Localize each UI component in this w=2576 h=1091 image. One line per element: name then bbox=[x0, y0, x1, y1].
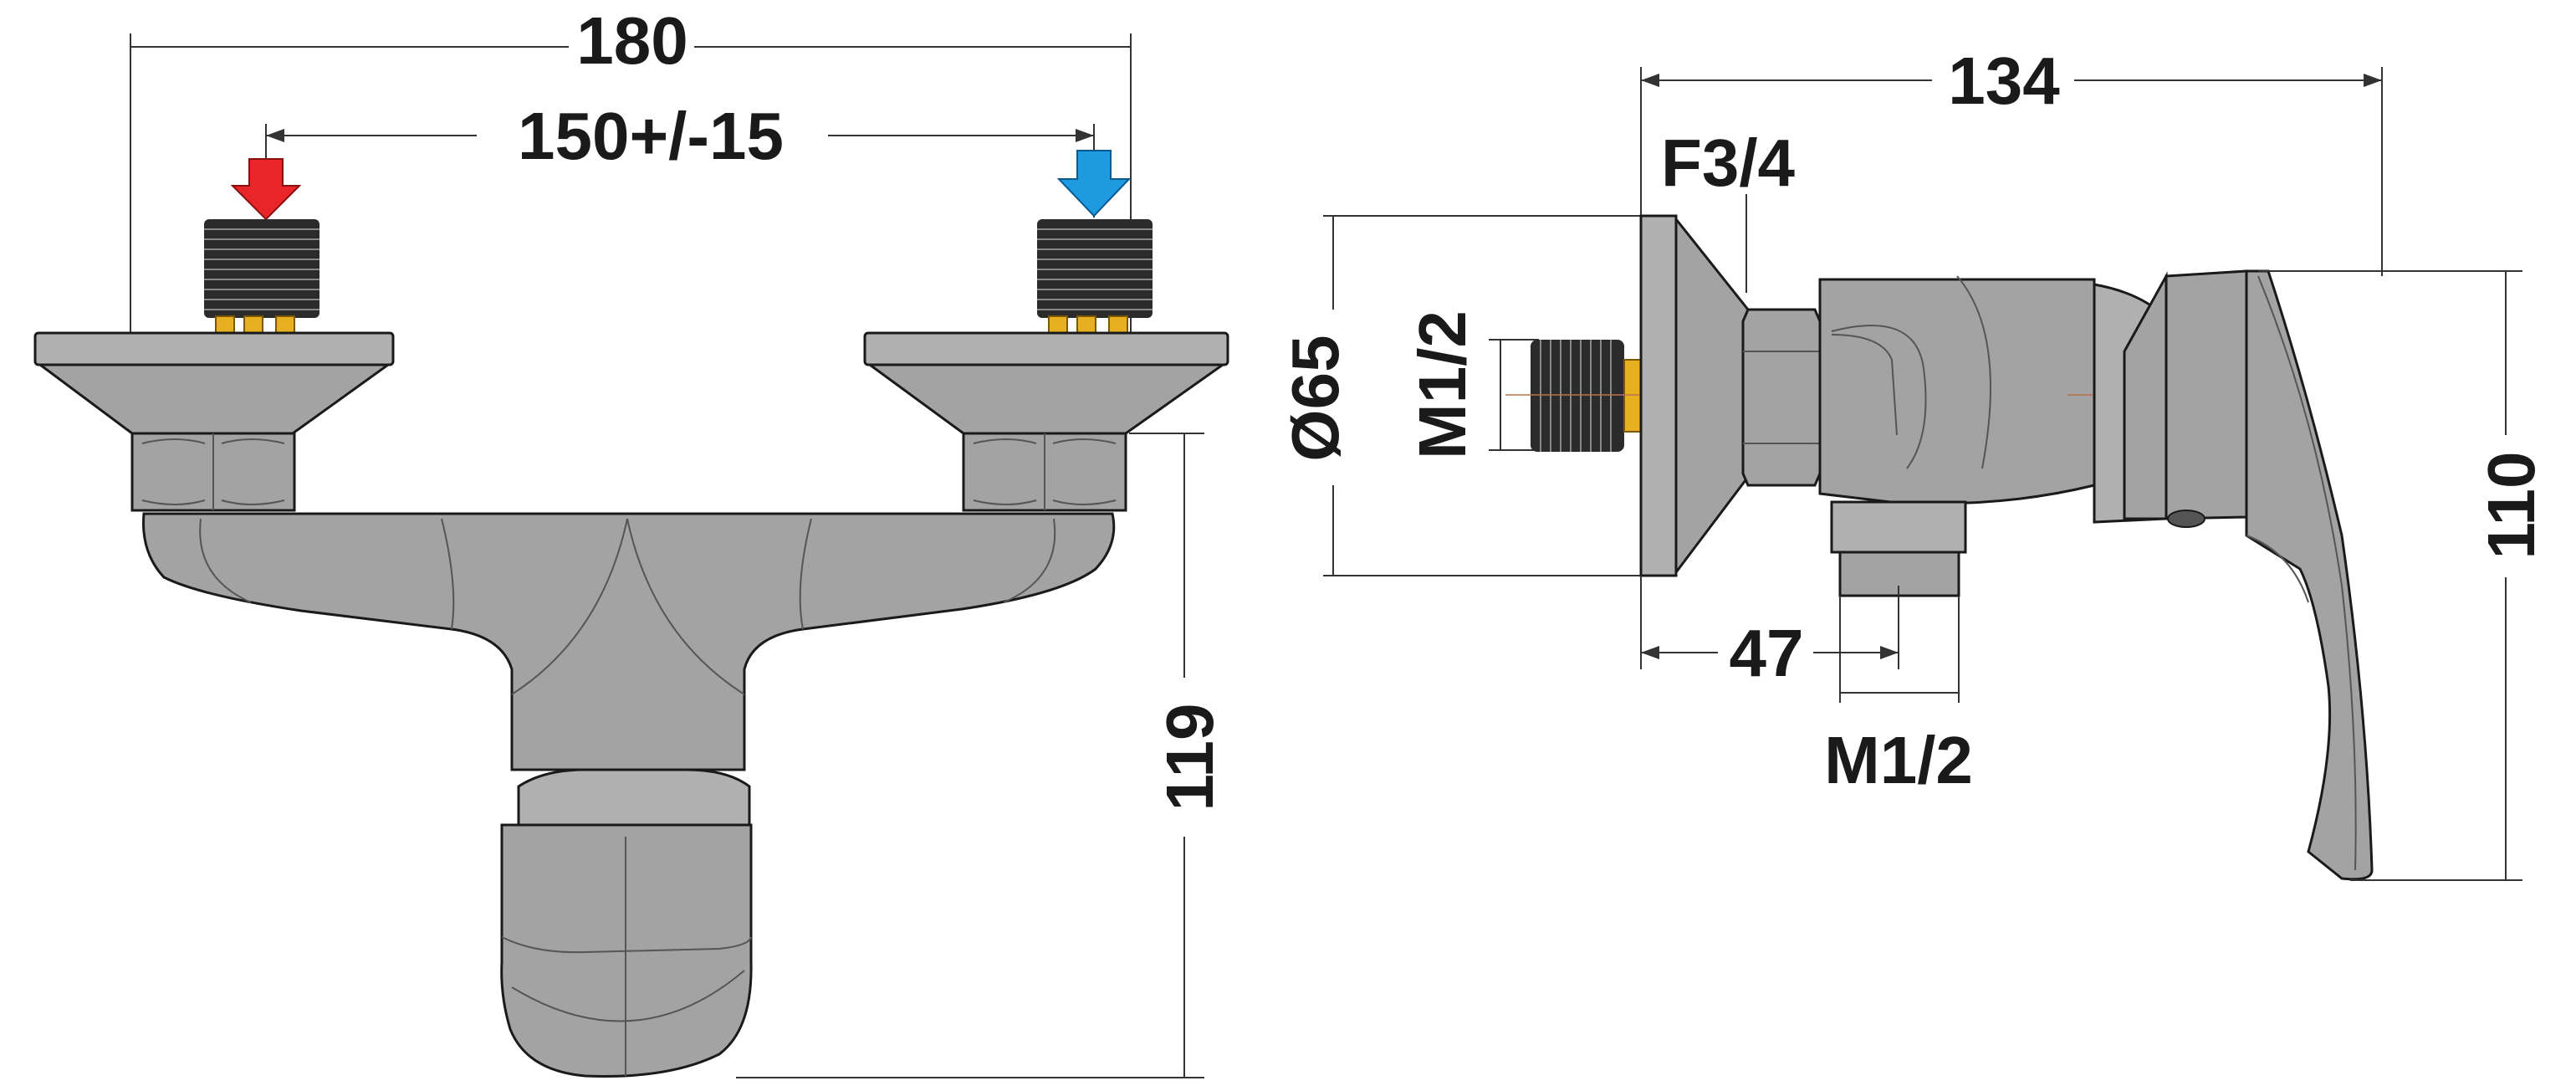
front-view: 180 150+/-15 bbox=[33, 3, 1229, 1078]
dimension-bottom-thread: M1/2 bbox=[1824, 596, 1973, 797]
right-rosette bbox=[863, 331, 1229, 435]
right-nut bbox=[962, 432, 1127, 512]
left-eccentric-thread bbox=[204, 219, 319, 335]
cold-inlet-arrow-icon bbox=[1056, 150, 1132, 218]
outlet-thread-label: F3/4 bbox=[1661, 125, 1796, 200]
dimension-119: 119 bbox=[736, 433, 1227, 1078]
center-distance-label: 150+/-15 bbox=[518, 99, 784, 173]
side-view: 134 F3/4 Ø65 M1/2 bbox=[1278, 44, 2548, 881]
hot-inlet-arrow-icon bbox=[230, 158, 302, 221]
outlet-offset-label: 47 bbox=[1730, 616, 1804, 690]
rosette-diameter-label: Ø65 bbox=[1278, 335, 1352, 461]
dimension-diameter: Ø65 bbox=[1278, 215, 1641, 576]
depth-label: 134 bbox=[1948, 44, 2060, 118]
left-nut bbox=[130, 432, 296, 512]
inlet-thread-label: M1/2 bbox=[1405, 310, 1480, 459]
dimension-134: 134 bbox=[1640, 44, 2383, 276]
left-rosette bbox=[33, 331, 395, 435]
outlet-spout bbox=[500, 768, 753, 1078]
side-rosette bbox=[1639, 214, 1750, 577]
mixer-body bbox=[142, 512, 1116, 771]
side-mixer-body bbox=[1818, 275, 2158, 597]
overall-width-label: 180 bbox=[576, 3, 687, 78]
height-side-label: 110 bbox=[2474, 451, 2548, 559]
dimension-center-distance: 150+/-15 bbox=[265, 99, 1095, 218]
height-front-label: 119 bbox=[1153, 703, 1227, 811]
side-hex-nut bbox=[1741, 308, 1822, 487]
dimension-47: 47 bbox=[1640, 576, 1899, 690]
bottom-thread-label: M1/2 bbox=[1824, 723, 1973, 797]
right-eccentric-thread bbox=[1037, 219, 1153, 335]
dimension-110: 110 bbox=[2258, 270, 2548, 881]
side-handle bbox=[2093, 269, 2374, 881]
dimension-180: 180 bbox=[130, 3, 1132, 351]
dimension-inlet-thread: M1/2 bbox=[1405, 310, 1642, 459]
